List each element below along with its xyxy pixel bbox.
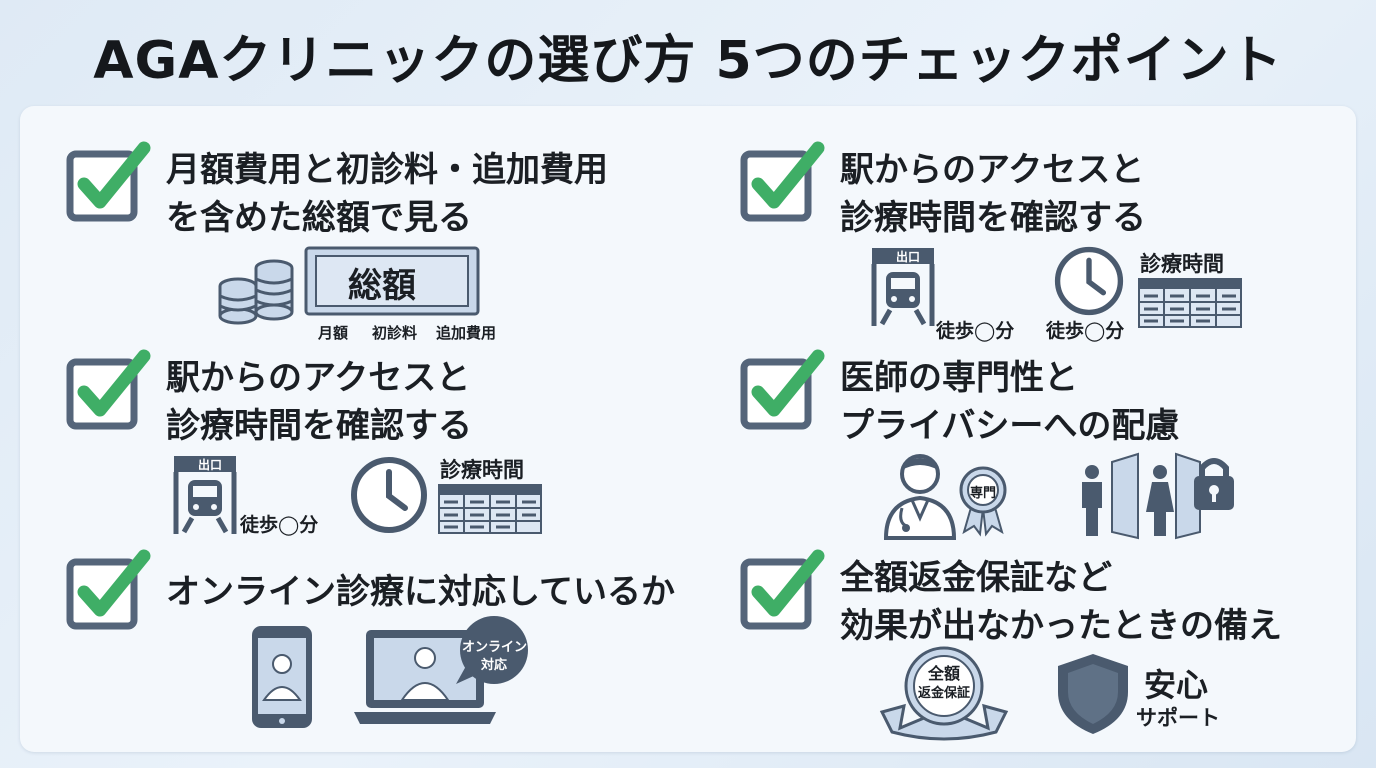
schedule-label: 診療時間 — [440, 458, 524, 482]
laptop-doctor-icon — [354, 630, 496, 724]
walk-time-label: 徒歩◯分 — [240, 514, 319, 536]
schedule-table-icon — [1138, 278, 1242, 328]
padlock-icon — [1194, 458, 1234, 510]
checkpoint-2-line2: 診療時間を確認する — [166, 406, 472, 446]
speech-bubble-icon — [456, 616, 528, 684]
checkpoint-4-line1: 駅からのアクセスと — [840, 150, 1145, 190]
checkpoint-5-line2: プライバシーへの配慮 — [840, 406, 1180, 446]
award-ribbon-icon — [959, 466, 1007, 537]
checkpoint-1-line2: を含めた総額で見る — [166, 198, 472, 238]
content-panel — [20, 106, 1356, 752]
checkbox-checked-icon — [66, 141, 151, 222]
shield-icon — [1058, 654, 1128, 734]
exit-label: 出口 — [896, 250, 921, 264]
exit-label: 出口 — [198, 458, 223, 472]
walk-time-label: 徒歩◯分 — [936, 320, 1015, 342]
total-amount-label: 総額 — [348, 266, 416, 306]
online-bubble-line1: オンライン — [462, 640, 528, 655]
checkpoint-2-line1: 駅からのアクセスと — [166, 358, 471, 398]
checkbox-checked-icon — [66, 349, 151, 430]
checkpoint-5-line1: 医師の専門性と — [840, 358, 1078, 398]
private-room-icon — [1082, 452, 1201, 540]
smartphone-doctor-icon — [252, 626, 312, 728]
banknote-icon — [304, 246, 480, 316]
checkpoint-6-line2: 効果が出なかったときの備え — [840, 606, 1282, 646]
train-exit-icon — [173, 456, 237, 534]
page-title: AGAクリニックの選び方 5つのチェックポイント — [93, 31, 1283, 91]
schedule-table-icon — [438, 484, 542, 534]
online-bubble-line2: 対応 — [480, 658, 507, 673]
doctor-icon — [883, 454, 957, 540]
checkpoint-6-line1: 全額返金保証など — [840, 558, 1112, 598]
walk-time-label: 徒歩◯分 — [1046, 320, 1125, 342]
guarantee-badge-line1: 全額 — [927, 664, 960, 683]
train-exit-icon — [871, 248, 935, 326]
support-line2: サポート — [1136, 706, 1220, 730]
checkpoint-4-line2: 診療時間を確認する — [840, 198, 1146, 238]
schedule-label: 診療時間 — [1140, 252, 1224, 276]
support-line1: 安心 — [1144, 666, 1209, 704]
ribbon-label: 専門 — [969, 486, 996, 501]
guarantee-badge-icon — [879, 646, 1009, 741]
initial-fee-label: 初診料 — [372, 324, 418, 342]
extra-fee-label: 追加費用 — [436, 324, 497, 342]
monthly-fee-label: 月額 — [318, 324, 349, 342]
clock-icon — [1054, 246, 1124, 316]
checkbox-checked-icon — [740, 349, 825, 430]
checkbox-checked-icon — [740, 549, 825, 630]
checkpoint-1-line1: 月額費用と初診料・追加費用 — [166, 150, 608, 190]
clock-icon — [351, 457, 427, 533]
guarantee-badge-line2: 返金保証 — [917, 686, 970, 701]
coins-icon — [218, 259, 294, 325]
checkbox-checked-icon — [66, 549, 151, 630]
checkbox-checked-icon — [740, 141, 825, 222]
checkpoint-3-line1: オンライン診療に対応しているか — [166, 572, 675, 612]
